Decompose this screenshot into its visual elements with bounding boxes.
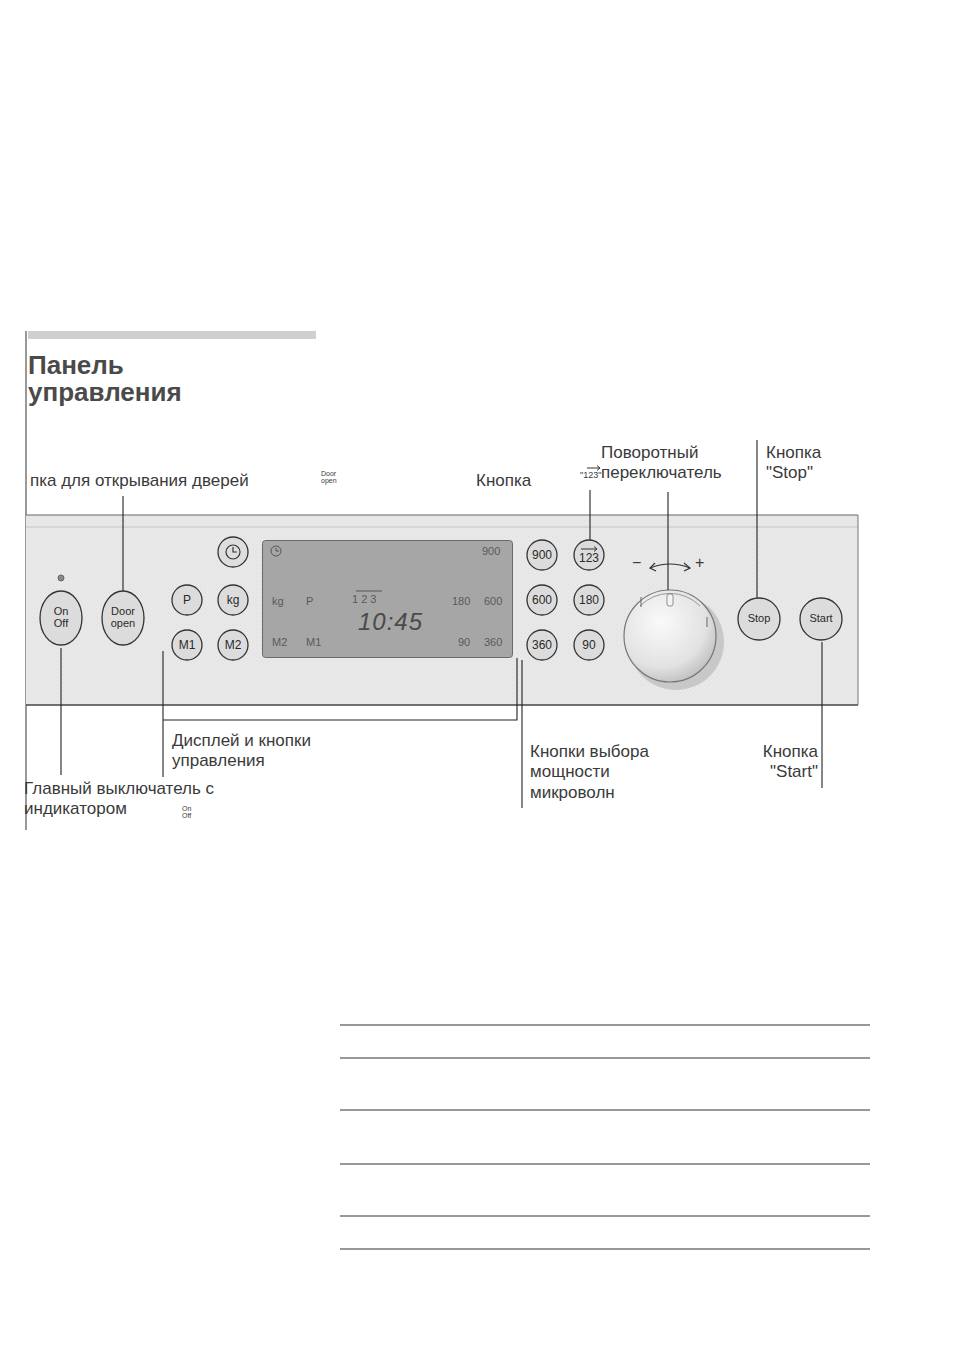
button-label: 180 xyxy=(575,594,603,607)
display-text: 1 2 3 xyxy=(352,593,376,605)
button-label: kg xyxy=(219,594,247,607)
callout-label: − xyxy=(632,553,646,572)
round-button: 180 xyxy=(573,584,605,616)
round-button: 90 xyxy=(573,629,605,661)
indicator-led xyxy=(58,575,64,581)
title-strip xyxy=(28,331,316,339)
callout-label: Поворотный переключатель xyxy=(601,443,756,484)
leader-lines xyxy=(61,440,822,808)
display-text: 360 xyxy=(484,636,502,648)
display-text: M1 xyxy=(306,636,321,648)
control-panel xyxy=(26,515,858,705)
callout-label: пка для открывания дверей xyxy=(30,471,320,491)
display-text: 900 xyxy=(482,545,500,557)
panel-edge xyxy=(26,514,858,515)
button-label: M1 xyxy=(173,639,201,652)
button-label: 360 xyxy=(528,639,556,652)
display-text: M2 xyxy=(272,636,287,648)
button-label: On Off xyxy=(49,606,73,629)
callout-label: Кнопка xyxy=(476,471,546,491)
button-label: Stop xyxy=(739,613,779,625)
panel-edge xyxy=(858,515,859,705)
round-button: Stop xyxy=(737,597,781,641)
clock-button xyxy=(218,537,248,567)
callout-label: Главный выключатель с индикатором xyxy=(24,779,244,820)
display-text: 180 xyxy=(452,595,470,607)
button-label: M2 xyxy=(219,639,247,652)
round-button: 123 xyxy=(573,539,605,571)
callout-label: Кнопка "Stop" xyxy=(766,443,846,484)
button-label: 90 xyxy=(575,639,603,652)
display-screen xyxy=(262,540,513,658)
button-label: Start xyxy=(801,613,841,625)
panel-edge xyxy=(26,704,858,705)
display-text: 600 xyxy=(484,595,502,607)
panel-edge xyxy=(26,527,858,528)
round-button: Start xyxy=(799,597,843,641)
round-button: Door open xyxy=(101,590,145,646)
button-label: 123 xyxy=(575,552,603,565)
display-text: 90 xyxy=(458,636,470,648)
display-panel: 900 kg P 1 2 3 180 600 10:45M2 M1 90 360 xyxy=(262,540,513,658)
button-label: 900 xyxy=(528,549,556,562)
page-title: Панель управления xyxy=(28,352,228,407)
rotary-knob xyxy=(624,590,724,690)
callout-label: On Off xyxy=(182,805,194,819)
display-text: P xyxy=(306,595,313,607)
callout-label: Дисплей и кнопки управления xyxy=(172,731,367,772)
arrow-symbol xyxy=(587,466,600,471)
display-text: 10:45 xyxy=(358,608,423,636)
round-button: 900 xyxy=(526,539,558,571)
round-button: 600 xyxy=(526,584,558,616)
display-text: kg xyxy=(272,595,284,607)
button-label: 600 xyxy=(528,594,556,607)
round-button: P xyxy=(171,584,203,616)
round-button: 360 xyxy=(526,629,558,661)
callout-label: + xyxy=(695,553,709,572)
button-label: Door open xyxy=(108,606,138,629)
button-label: P xyxy=(173,594,201,607)
round-button: kg xyxy=(217,584,249,616)
callout-label: Кнопки выбора мощности микроволн xyxy=(530,742,690,803)
round-button: On Off xyxy=(39,590,83,646)
callout-label: Кнопка "Start" xyxy=(720,742,818,783)
rotation-arrow xyxy=(650,563,690,571)
round-button: M1 xyxy=(171,629,203,661)
callout-label: Door open xyxy=(321,470,341,484)
table-rules xyxy=(340,1025,870,1249)
round-button: M2 xyxy=(217,629,249,661)
